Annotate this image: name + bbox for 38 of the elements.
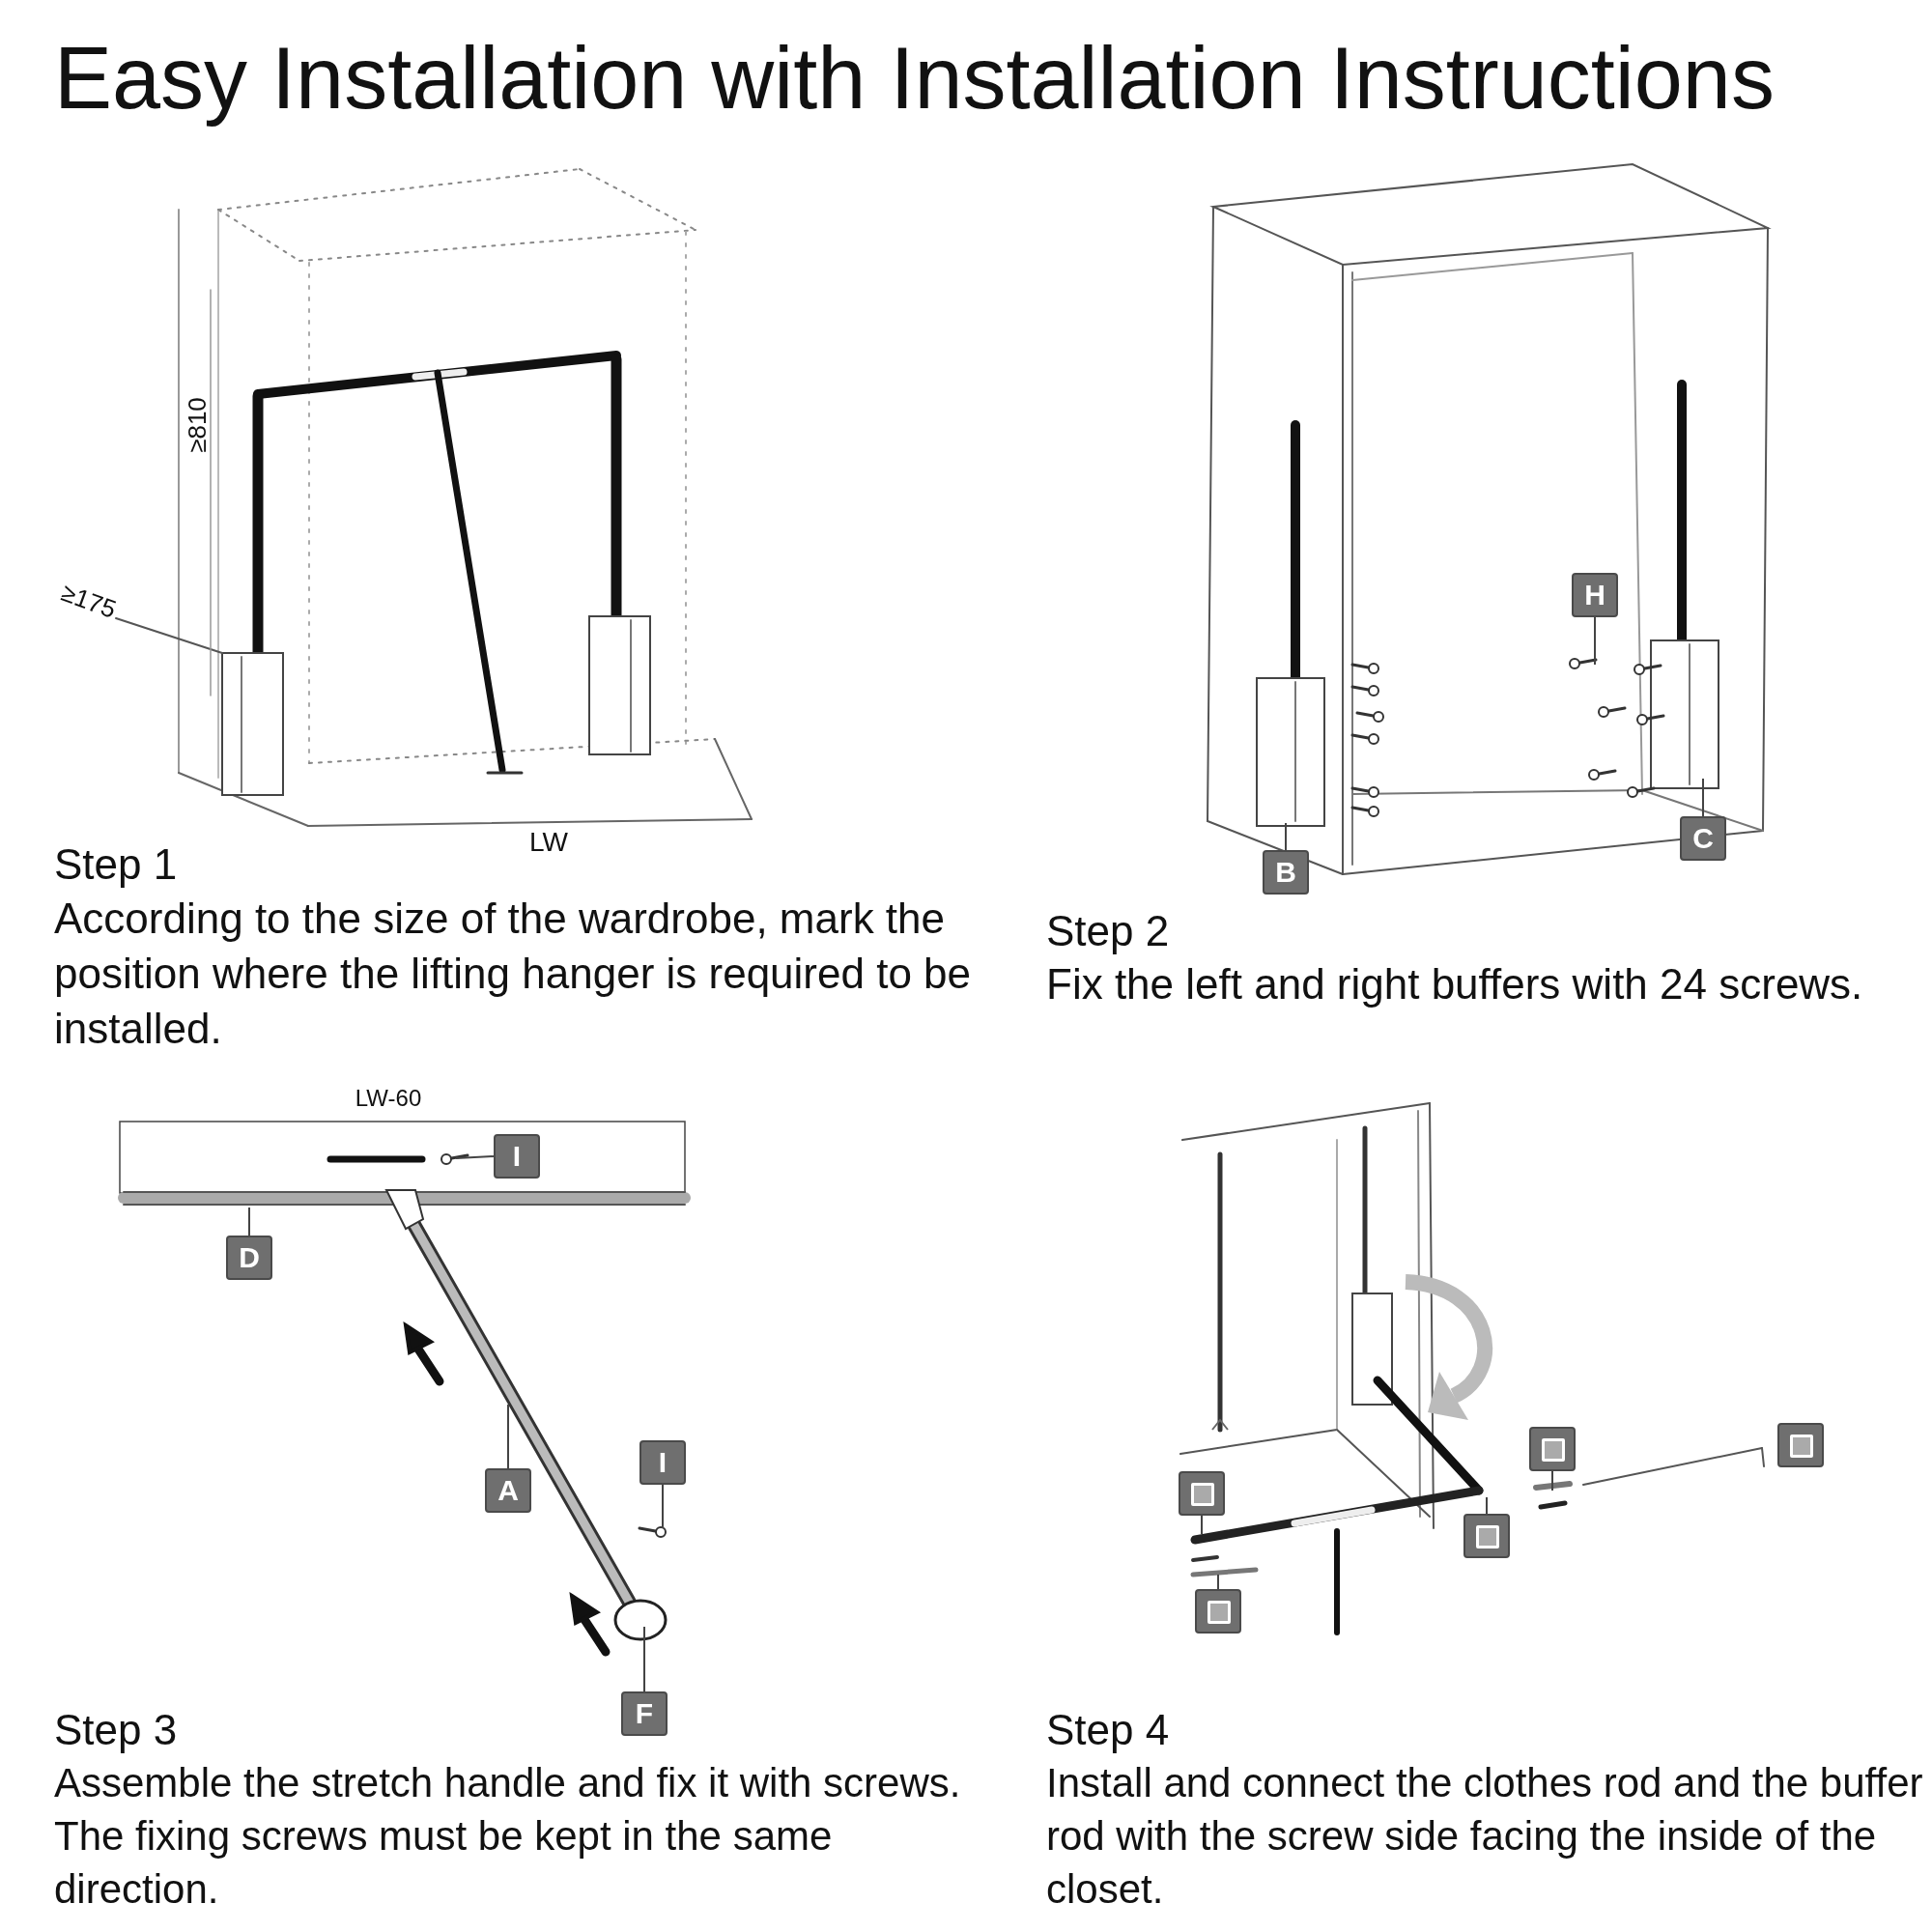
leader-line (1486, 1496, 1488, 1515)
callout-badge: D (226, 1236, 272, 1280)
leader-line (1285, 822, 1287, 851)
leader-line (1201, 1515, 1203, 1535)
title: Easy Installation with Installation Instructions (54, 29, 1775, 128)
step-description: According to the size of the wardrobe, mark the position where the lifting hanger is required to be installed. (54, 894, 973, 1054)
dimension-label: ≥175 (57, 577, 121, 626)
callout-badge (1529, 1427, 1576, 1471)
step-heading: Step 4 (1046, 1705, 1170, 1755)
callout-badge: C (1680, 816, 1726, 861)
step-description: Fix the left and right buffers with 24 screws. (1046, 959, 1864, 1009)
callout-badge: F (621, 1691, 668, 1736)
dimension-label: LW-60 (355, 1083, 422, 1113)
dimension-label: LW (529, 826, 568, 859)
callout-badge (1463, 1514, 1510, 1558)
callout-badge: H (1572, 573, 1618, 617)
leader-line (643, 1626, 645, 1692)
leader-line (1594, 616, 1596, 666)
step-heading: Step 1 (54, 839, 178, 890)
leader-line (662, 1484, 664, 1529)
leader-line (1551, 1470, 1553, 1492)
callout-badge (1179, 1471, 1225, 1516)
leader-line (1702, 778, 1704, 817)
leader-line (507, 1404, 509, 1469)
callout-badge: I (494, 1134, 540, 1179)
step-description: Assemble the stretch handle and fix it with screws. The fixing screws must be kept in the same direction. (54, 1759, 962, 1914)
callout-badge (1777, 1423, 1824, 1467)
callout-badge: A (485, 1468, 531, 1513)
leader-line (1217, 1574, 1219, 1590)
step-heading: Step 2 (1046, 906, 1170, 956)
leader-line (455, 1155, 495, 1159)
step-heading: Step 3 (54, 1705, 178, 1755)
callout-badge: B (1263, 850, 1309, 895)
leader-line (248, 1207, 250, 1236)
callout-badge (1195, 1589, 1241, 1634)
dimension-label: ≥810 (182, 397, 213, 453)
callout-badge: I (639, 1440, 686, 1485)
step-description: Install and connect the clothes rod and the buffer rod with the screw side facing the inside of the closet. (1046, 1759, 1924, 1914)
